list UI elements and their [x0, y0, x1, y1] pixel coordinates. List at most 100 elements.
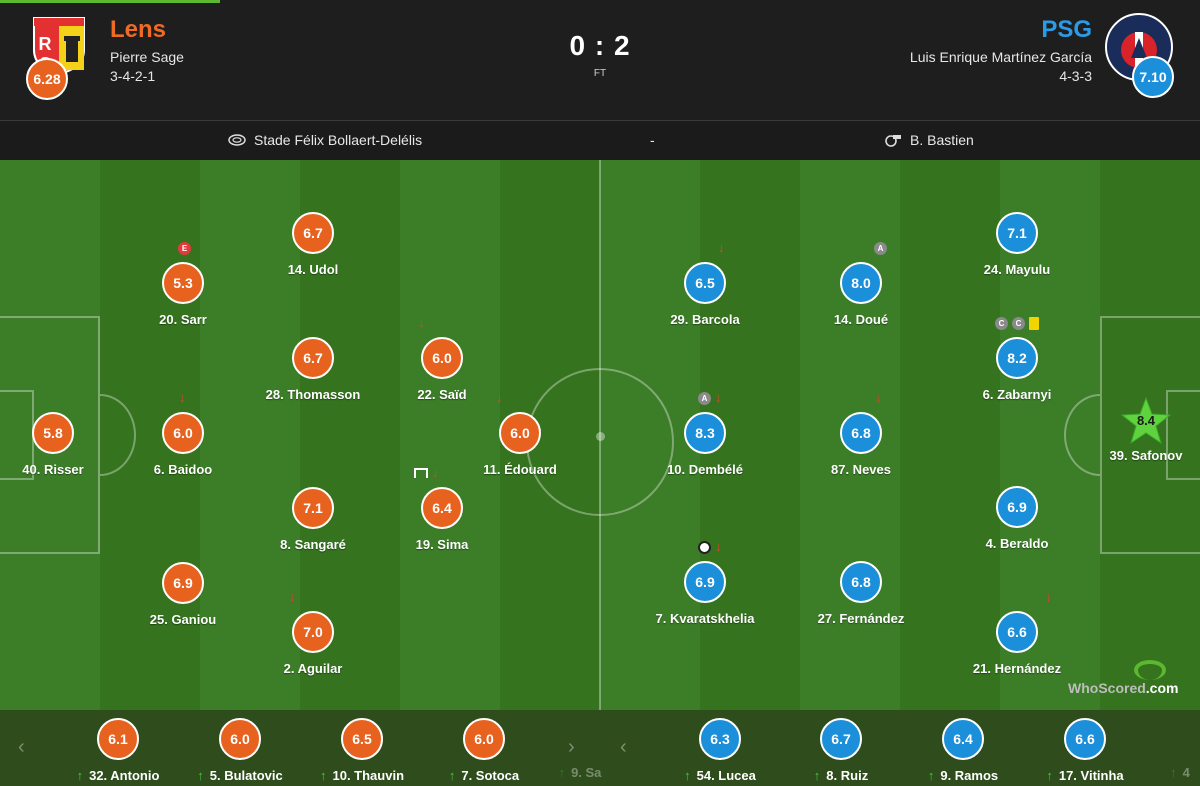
player-rating: 6.9 — [996, 486, 1038, 528]
home-team-name[interactable]: Lens — [110, 16, 167, 43]
player-name[interactable]: 22. Saïd — [417, 387, 467, 402]
player-name[interactable]: 19. Sima — [415, 537, 469, 552]
sub-in-icon: ↑ — [684, 768, 691, 783]
away-subs-prev-chevron-icon[interactable]: ‹ — [620, 736, 627, 758]
sub-name[interactable]: 9. Ramos — [940, 768, 999, 783]
sub-name[interactable]: 32. Antonio — [89, 768, 160, 783]
player-card-home[interactable]: ↓ 6.0 6. Baidoo — [103, 391, 263, 478]
player-name[interactable]: 20. Sarr — [159, 312, 207, 327]
player-name[interactable]: 40. Risser — [22, 462, 84, 477]
player-card-away-motm[interactable]: 8.4 39. Safonov — [1066, 396, 1200, 463]
sub-card-away[interactable]: 6.7 ↑8. Ruiz — [781, 718, 901, 783]
player-card-home[interactable]: ↓ 6.0 22. Saïd — [362, 316, 522, 403]
player-card-home[interactable]: 5.8 40. Risser — [0, 412, 133, 477]
player-name[interactable]: 25. Ganiou — [149, 612, 217, 627]
sub-card-home[interactable]: 6.1 ↑32. Antonio — [58, 718, 178, 783]
sub-card-home[interactable]: 6.0 ↑5. Bulatovic — [180, 718, 300, 783]
sub-rating: 6.4 — [942, 718, 984, 760]
sub-out-icon: ↓ — [289, 589, 296, 604]
home-subs-prev-chevron-icon[interactable]: ‹ — [18, 736, 25, 758]
player-card-home[interactable]: 6.7 28. Thomasson — [233, 337, 393, 402]
player-name[interactable]: 39. Safonov — [1109, 448, 1183, 463]
player-name[interactable]: 11. Édouard — [483, 462, 557, 477]
player-card-home[interactable]: E 5.3 20. Sarr — [103, 241, 263, 327]
player-name[interactable]: 28. Thomasson — [265, 387, 361, 402]
home-formation: 3-4-2-1 — [110, 68, 156, 84]
away-team-name[interactable]: PSG — [1041, 16, 1092, 43]
player-card-away[interactable]: ↓ 6.9 7. Kvaratskhelia — [625, 540, 785, 627]
player-card-away[interactable]: ↓ 6.6 21. Hernández — [937, 590, 1097, 677]
player-name[interactable]: 21. Hernández — [972, 661, 1062, 676]
sub-card-away[interactable]: 6.3 ↑54. Lucea — [660, 718, 780, 783]
sub-name[interactable]: 54. Lucea — [696, 768, 756, 783]
player-name[interactable]: 27. Fernández — [817, 611, 905, 626]
sub-card-home[interactable]: 6.5 ↑10. Thauvin — [302, 718, 422, 783]
player-card-home[interactable]: ↓ 7.0 2. Aguilar — [233, 590, 393, 677]
sub-out-icon: ↓ — [718, 240, 725, 255]
right-penalty-box — [1100, 316, 1200, 554]
player-card-away[interactable]: A ↓ 8.3 10. Dembélé — [625, 391, 785, 478]
player-rating: 8.3 — [684, 412, 726, 454]
sub-card-away[interactable]: 6.6 ↑17. Vitinha — [1025, 718, 1145, 783]
player-name[interactable]: 10. Dembélé — [667, 462, 743, 477]
player-card-home[interactable]: ↓ 6.0 11. Édouard — [440, 391, 600, 478]
player-card-away[interactable]: A 8.0 14. Doué — [781, 241, 941, 327]
player-rating: 6.8 — [840, 561, 882, 603]
sub-card-home[interactable]: 6.0 ↑7. Sotoca — [424, 718, 544, 783]
sub-name-row: ↑ 5. Bulatovic — [180, 768, 300, 783]
sub-name[interactable]: 10. Thauvin — [332, 768, 405, 783]
sub-name[interactable]: 7. Sotoca — [461, 768, 520, 783]
player-card-away[interactable]: ↓ 6.8 87. Neves — [781, 391, 941, 478]
sub-name[interactable]: 5. Bulatovic — [209, 768, 283, 783]
sub-name-row: ↑32. Antonio — [58, 768, 178, 783]
player-name[interactable]: 87. Neves — [831, 462, 891, 477]
sub-in-icon: ↑ — [813, 768, 821, 783]
sub-in-icon: ↑ — [1046, 768, 1053, 783]
player-name[interactable]: 14. Doué — [833, 312, 889, 327]
sub-name-row: ↑ 54. Lucea — [660, 768, 780, 783]
player-name[interactable]: 6. Zabarnyi — [982, 387, 1052, 402]
player-name[interactable]: 6. Baidoo — [153, 462, 213, 477]
sub-card-away-partial[interactable]: ↑4 — [1160, 765, 1200, 780]
away-team-rating: 7.10 — [1132, 56, 1174, 98]
player-name[interactable]: 8. Sangaré — [280, 537, 346, 552]
sub-card-home-partial[interactable]: ↑ 9. Sa — [550, 765, 610, 780]
captain-icon: C — [1012, 316, 1025, 330]
player-card-home[interactable]: 6.7 14. Udol — [233, 212, 393, 277]
sub-card-away[interactable]: 6.4 ↑9. Ramos — [903, 718, 1023, 783]
sub-name[interactable]: 9. Sa — [571, 765, 602, 780]
player-rating: 6.5 — [684, 262, 726, 304]
sub-name[interactable]: 4 — [1182, 765, 1190, 780]
player-name[interactable]: 29. Barcola — [670, 312, 740, 327]
player-card-home[interactable]: 7.1 8. Sangaré — [233, 487, 393, 552]
sub-name-row: ↑4 — [1160, 765, 1200, 780]
player-name[interactable]: 14. Udol — [287, 262, 339, 277]
player-card-away[interactable]: 7.1 24. Mayulu — [937, 212, 1097, 277]
player-card-home[interactable]: ↓ 6.4 19. Sima — [362, 466, 522, 552]
sub-name[interactable]: 17. Vitinha — [1058, 768, 1124, 783]
sub-name-row: ↑ 8. Ruiz — [781, 768, 901, 783]
player-card-away[interactable]: 6.8 27. Fernández — [781, 561, 941, 626]
away-formation: 4-3-3 — [1059, 68, 1092, 84]
center-spot — [596, 432, 605, 441]
sub-out-icon: ↓ — [179, 390, 186, 405]
whoscored-logo: WhoScored.com — [1068, 660, 1178, 696]
home-subs-next-chevron-icon[interactable]: › — [568, 736, 575, 758]
offside-flag-icon — [414, 468, 428, 478]
player-card-away[interactable]: ↓ 6.5 29. Barcola — [625, 241, 785, 328]
player-name[interactable]: 2. Aguilar — [283, 661, 343, 676]
player-card-away[interactable]: 6.9 4. Beraldo — [937, 486, 1097, 551]
player-card-home[interactable]: 6.9 25. Ganiou — [103, 562, 263, 627]
player-name[interactable]: 7. Kvaratskhelia — [655, 611, 755, 626]
sub-in-icon: ↑ — [558, 765, 566, 780]
player-name[interactable]: 24. Mayulu — [983, 262, 1051, 277]
right-goal-box — [1166, 390, 1200, 480]
player-card-away[interactable]: C C 8.2 6. Zabarnyi — [937, 316, 1097, 402]
sub-in-icon: ↑ — [197, 768, 204, 783]
sub-name-row: ↑ 9. Sa — [550, 765, 610, 780]
whoscored-brand: WhoScored — [1068, 680, 1146, 696]
sub-rating: 6.5 — [341, 718, 383, 760]
player-name[interactable]: 4. Beraldo — [985, 536, 1049, 551]
sub-name[interactable]: 8. Ruiz — [826, 768, 869, 783]
player-rating: 6.0 — [421, 337, 463, 379]
